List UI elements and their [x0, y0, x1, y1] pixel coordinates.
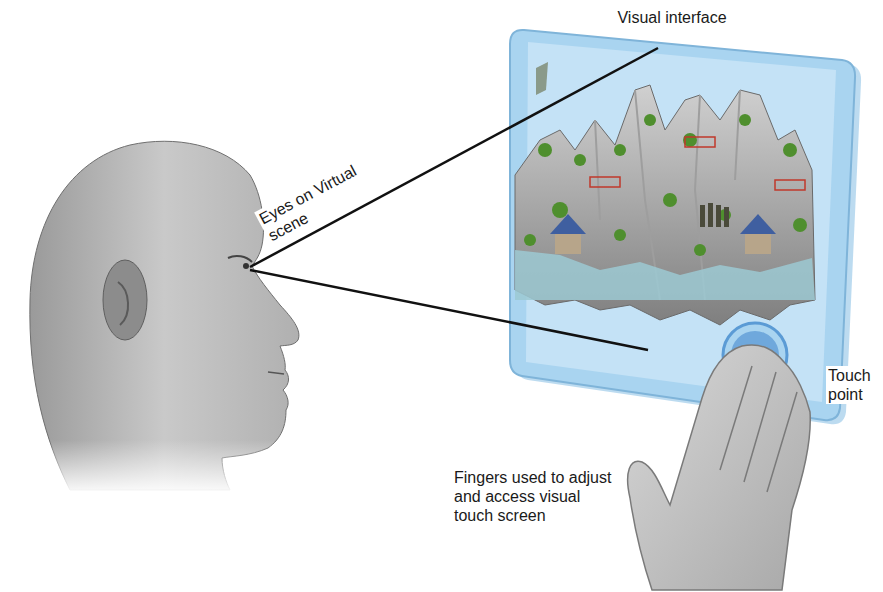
label-text: Touch point	[826, 366, 880, 404]
label-text: Eyes on Virtual scene	[254, 154, 382, 246]
people-icon	[700, 203, 729, 227]
label-anchor: Eyes on Virtual scene	[254, 154, 382, 246]
house-icon	[550, 214, 776, 254]
tablet-device	[510, 30, 861, 424]
label-text: Visual interface	[615, 8, 728, 27]
hand-figure	[628, 345, 811, 590]
sight-line	[250, 48, 658, 350]
head-figure	[20, 141, 300, 495]
label-anchor: Visual interface	[615, 8, 728, 27]
label-text: Fingers used to adjust and access visual…	[452, 468, 620, 525]
label-anchor: Touch point	[826, 366, 880, 404]
label-anchor: Fingers used to adjust and access visual…	[452, 468, 620, 525]
